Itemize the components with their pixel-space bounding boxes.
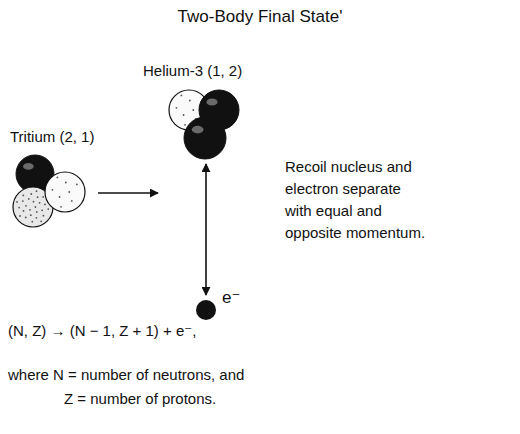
sphere-texture — [65, 182, 67, 184]
sphere-texture — [30, 214, 32, 216]
sphere-texture — [60, 206, 62, 208]
sphere-texture — [42, 196, 44, 198]
sphere-texture — [43, 215, 45, 217]
sphere-texture — [36, 217, 38, 219]
sphere-texture — [25, 217, 27, 219]
particle-drawing — [10, 152, 90, 230]
sphere-texture — [41, 209, 43, 211]
sphere-texture — [59, 196, 61, 198]
sphere-texture — [192, 109, 194, 111]
sphere-texture — [31, 221, 33, 223]
sphere-highlight — [192, 126, 204, 134]
sphere-texture — [36, 211, 38, 213]
nucleus-name: Helium-3 (1, 2) — [143, 62, 242, 79]
nucleus: Helium-3 (1, 2) — [165, 86, 245, 162]
momentum-arrow — [205, 164, 207, 295]
sphere-texture — [22, 195, 24, 197]
particle-drawing — [195, 299, 217, 321]
sphere-texture — [76, 184, 78, 186]
sphere-texture — [176, 107, 178, 109]
sphere-texture — [184, 124, 186, 126]
neutron-sphere — [184, 117, 226, 159]
sphere-texture — [22, 200, 24, 202]
sphere-texture — [37, 196, 39, 198]
diagram-title: Two-Body Final State' — [0, 7, 520, 27]
sphere-texture — [29, 209, 31, 211]
sphere-texture — [35, 206, 37, 208]
sphere-texture — [189, 100, 191, 102]
electron: e⁻ — [195, 299, 217, 321]
sphere-texture — [16, 201, 18, 203]
sphere-highlight — [206, 98, 217, 105]
particle-symbol: e⁻ — [222, 287, 240, 308]
sphere-texture — [52, 189, 54, 191]
definition-text: Z = number of protons. — [64, 390, 216, 407]
sphere-texture — [23, 210, 25, 212]
electron-dot — [196, 300, 216, 320]
proton-sphere — [45, 172, 85, 212]
particle-drawing — [165, 86, 245, 162]
note-text: Recoil nucleus and electron separate wit… — [285, 156, 428, 244]
sphere-highlight — [23, 163, 34, 170]
sphere-texture — [57, 177, 59, 179]
sphere-texture — [39, 202, 41, 204]
sphere-texture — [36, 190, 38, 192]
definition-text: where N = number of neutrons, and — [8, 366, 244, 383]
sphere-texture — [47, 208, 49, 210]
sphere-texture — [183, 114, 185, 116]
decay-equation: (N, Z) → (N − 1, Z + 1) + e⁻, — [8, 322, 196, 340]
sphere-texture — [25, 205, 27, 207]
sphere-texture — [181, 95, 183, 97]
nucleus-name: Tritium (2, 1) — [10, 128, 94, 145]
sphere-texture — [19, 215, 21, 217]
sphere-texture — [33, 201, 35, 203]
sphere-texture — [44, 204, 46, 206]
incoming-arrow — [98, 192, 158, 194]
sphere-texture — [30, 193, 32, 195]
sphere-texture — [28, 198, 30, 200]
sphere-texture — [18, 207, 20, 209]
sphere-texture — [68, 191, 70, 193]
nucleus: Tritium (2, 1) — [10, 152, 90, 230]
sphere-texture — [40, 220, 42, 222]
sphere-texture — [71, 200, 73, 202]
